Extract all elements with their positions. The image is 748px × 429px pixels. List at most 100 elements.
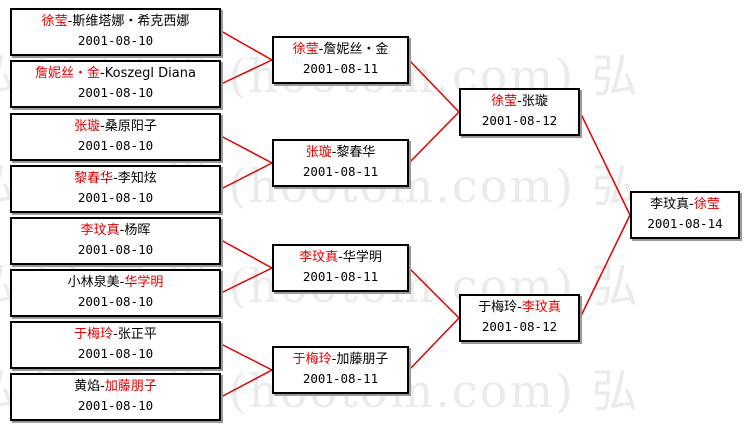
match-date: 2001-08-10	[77, 294, 154, 309]
match-players: 黎春华-李知炫	[12, 169, 219, 188]
name-separator: -	[113, 327, 118, 342]
match-date: 2001-08-10	[77, 242, 154, 257]
connector-line	[220, 343, 273, 371]
winner-name: 华学明	[124, 275, 164, 290]
match-date: 2001-08-11	[302, 269, 379, 284]
connector-line	[579, 214, 631, 319]
match-date: 2001-08-11	[302, 371, 379, 386]
winner-name: 加藤朋子	[104, 379, 157, 394]
match-players: 于梅玲-张正平	[12, 325, 219, 344]
match-date: 2001-08-14	[647, 216, 723, 231]
match-box-round2: 张璇-黎春华 2001-08-11	[272, 139, 409, 187]
match-players: 于梅玲-加藤朋子	[274, 350, 407, 369]
name-separator: -	[100, 66, 105, 81]
connector-line	[220, 162, 273, 190]
match-date: 2001-08-11	[302, 61, 379, 76]
match-players: 徐莹-斯维塔娜・希克西娜	[12, 12, 219, 31]
name-separator: -	[338, 250, 343, 265]
match-box-round1: 詹妮丝・金-Koszegl Diana 2001-08-10	[10, 60, 221, 108]
match-players: 詹妮丝・金-Koszegl Diana	[12, 64, 219, 83]
match-box-round1: 李玟真-杨晖 2001-08-10	[10, 217, 221, 265]
connector-line	[579, 111, 631, 216]
match-date: 2001-08-10	[77, 33, 154, 48]
loser-name: 斯维塔娜・希克西娜	[72, 14, 190, 29]
loser-name: 张正平	[117, 327, 157, 342]
winner-name: 李玟真	[299, 250, 339, 265]
match-players: 张璇-黎春华	[274, 143, 407, 162]
match-box-round1: 徐莹-斯维塔娜・希克西娜 2001-08-10	[10, 8, 221, 56]
match-date: 2001-08-10	[77, 190, 154, 205]
name-separator: -	[689, 197, 694, 212]
loser-name: 华学明	[342, 250, 382, 265]
connector-line	[220, 239, 273, 269]
match-date: 2001-08-10	[77, 85, 154, 100]
match-players: 李玟真-徐莹	[632, 195, 738, 214]
loser-name: 黄焰	[74, 379, 101, 394]
match-players: 徐莹-张璇	[461, 92, 578, 111]
connector-line	[220, 30, 273, 61]
match-players: 李玟真-杨晖	[12, 221, 219, 240]
winner-name: 詹妮丝・金	[35, 66, 101, 81]
match-date: 2001-08-12	[481, 113, 558, 128]
name-separator: -	[100, 119, 105, 134]
name-separator: -	[331, 352, 337, 367]
match-box-round1: 小林泉美-华学明 2001-08-10	[10, 269, 221, 317]
connector-line	[220, 135, 273, 164]
match-date: 2001-08-10	[77, 138, 154, 153]
winner-name: 李玟真	[80, 223, 120, 238]
loser-name: 桑原阳子	[104, 119, 157, 134]
loser-name: 加藤朋子	[336, 352, 389, 367]
match-players: 黄焰-加藤朋子	[12, 377, 219, 396]
match-box-round2: 于梅玲-加藤朋子 2001-08-11	[272, 346, 409, 394]
name-separator: -	[318, 42, 324, 57]
loser-name: 于梅玲	[478, 300, 518, 315]
winner-name: 徐莹	[491, 94, 518, 109]
match-box-round1: 于梅玲-张正平 2001-08-10	[10, 321, 221, 369]
winner-name: 徐莹	[693, 197, 720, 212]
name-separator: -	[517, 94, 522, 109]
name-separator: -	[331, 145, 337, 160]
match-players: 小林泉美-华学明	[12, 273, 219, 292]
connector-line	[220, 369, 273, 398]
winner-name: 于梅玲	[74, 327, 114, 342]
name-separator: -	[113, 171, 118, 186]
name-separator: -	[67, 14, 73, 29]
loser-name: 李玟真	[650, 197, 690, 212]
winner-name: 徐莹	[292, 42, 319, 57]
match-date: 2001-08-10	[77, 346, 154, 361]
match-players: 徐莹-詹妮丝・金	[274, 40, 407, 59]
name-separator: -	[100, 379, 105, 394]
connector-line	[408, 111, 460, 164]
match-box-semifinal: 于梅玲-李玟真 2001-08-12	[459, 294, 580, 342]
match-date: 2001-08-12	[481, 319, 558, 334]
loser-name: 小林泉美	[67, 275, 120, 290]
match-date: 2001-08-11	[302, 164, 379, 179]
match-box-round2: 徐莹-詹妮丝・金 2001-08-11	[272, 36, 409, 84]
name-separator: -	[119, 275, 125, 290]
loser-name: 黎春华	[336, 145, 376, 160]
name-separator: -	[517, 300, 522, 315]
match-players: 李玟真-华学明	[274, 248, 407, 267]
winner-name: 黎春华	[74, 171, 114, 186]
loser-name: Koszegl Diana	[104, 66, 196, 81]
loser-name: 张璇	[521, 94, 548, 109]
match-box-round1: 黎春华-李知炫 2001-08-10	[10, 165, 221, 213]
winner-name: 张璇	[305, 145, 332, 160]
loser-name: 詹妮丝・金	[323, 42, 389, 57]
match-date: 2001-08-10	[77, 398, 154, 413]
connector-line	[408, 267, 460, 319]
connector-line	[408, 59, 460, 113]
match-box-round2: 李玟真-华学明 2001-08-11	[272, 244, 409, 292]
winner-name: 李玟真	[521, 300, 561, 315]
connector-line	[408, 317, 460, 371]
match-box-semifinal: 徐莹-张璇 2001-08-12	[459, 88, 580, 136]
match-box-final: 李玟真-徐莹 2001-08-14	[630, 191, 740, 239]
winner-name: 徐莹	[41, 14, 68, 29]
loser-name: 杨晖	[124, 223, 151, 238]
loser-name: 李知炫	[117, 171, 157, 186]
match-box-round1: 张璇-桑原阳子 2001-08-10	[10, 113, 221, 161]
name-separator: -	[119, 223, 125, 238]
winner-name: 张璇	[74, 119, 101, 134]
